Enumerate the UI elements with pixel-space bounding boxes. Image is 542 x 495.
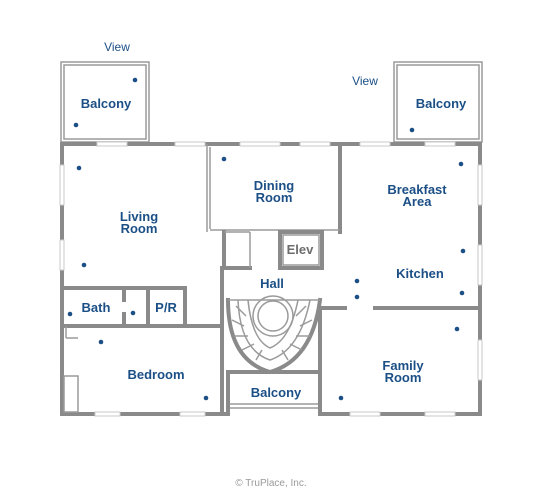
dining-room-label-line2: Room [256,190,293,205]
bedroom-label: Bedroom [127,367,184,382]
breakfast-area-label-line1: Breakfast [387,182,447,197]
balcony-right-label: Balcony [416,96,467,111]
hall-label: Hall [260,276,284,291]
dot [76,165,82,171]
view-label-left: View [104,40,130,54]
bedroom-closet [63,375,79,413]
hall-walls [222,230,252,270]
dot [98,339,104,345]
dot [409,127,415,133]
dining-room-label-line1: Dining [254,178,294,193]
family-room-label-line2: Room [385,370,422,385]
family-room-walls [318,306,482,416]
dot [354,294,360,300]
dot [454,326,460,332]
windows [59,141,483,417]
bath-label: Bath [82,300,111,315]
living-room-label-line2: Room [121,221,158,236]
elevator-label: Elev [287,242,315,257]
bath-pr-walls [60,266,224,416]
dot [354,278,360,284]
camera-dots [67,77,466,401]
family-room-label-line1: Family [382,358,424,373]
powder-room-label: P/R [155,300,177,315]
elevator-walls [278,230,324,270]
staircase [225,295,323,375]
living-room-label-line1: Living [120,209,158,224]
dot [459,290,465,296]
dot [132,77,138,83]
balcony-bottom-label: Balcony [251,385,302,400]
view-label-right: View [352,74,378,88]
dot [73,122,79,128]
dot [130,310,136,316]
dot [338,395,344,401]
dot [458,161,464,167]
kitchen-label: Kitchen [396,266,444,281]
dot [221,156,227,162]
dot [81,262,87,268]
dot [67,311,73,317]
copyright-text: © TruPlace, Inc. [235,478,306,489]
dot [460,248,466,254]
dot [203,395,209,401]
breakfast-area-label-line2: Area [403,194,433,209]
balcony-left-label: Balcony [81,96,132,111]
